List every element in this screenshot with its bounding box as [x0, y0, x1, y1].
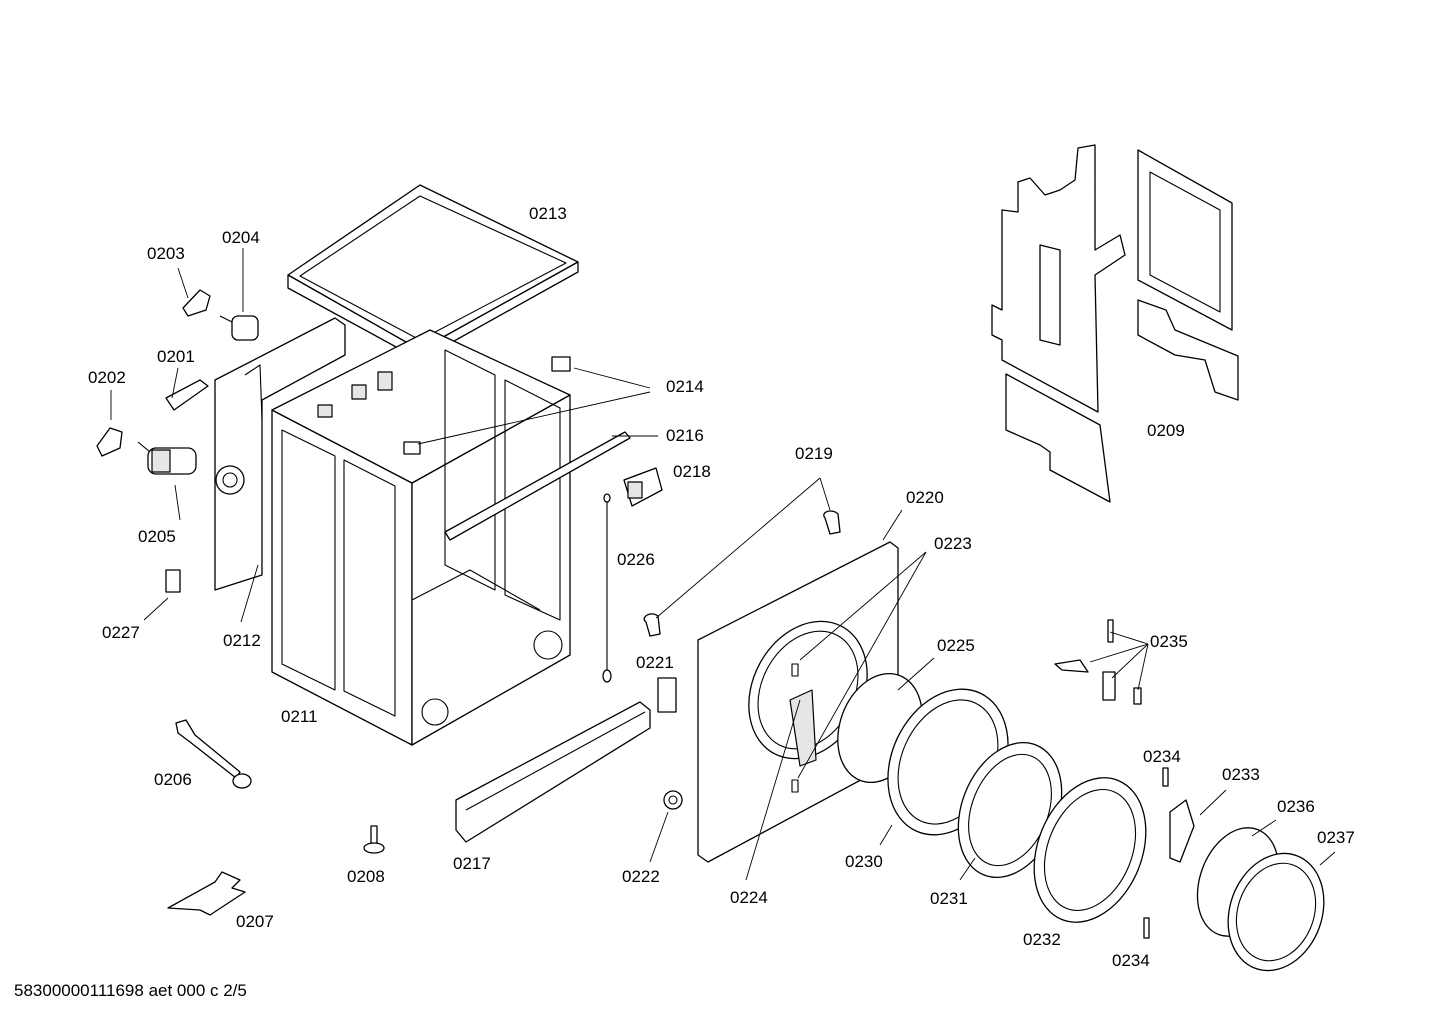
part-0207-bracket — [167, 871, 246, 916]
drawing-reference-number: 58300000111698 aet 000 c 2/5 — [14, 981, 247, 1000]
part-0205 — [137, 441, 197, 475]
label-0233: 0233 — [1222, 765, 1260, 784]
label-0209: 0209 — [1147, 421, 1185, 440]
part-0217-panel — [455, 701, 651, 843]
label-0207: 0207 — [236, 912, 274, 931]
leader-lines — [110, 248, 1336, 881]
part-labels: 0213 0204 0203 0201 0202 0205 0227 0212 … — [88, 204, 1355, 970]
label-0227: 0227 — [102, 623, 140, 642]
label-0206: 0206 — [154, 770, 192, 789]
part-0208-foot — [363, 825, 385, 854]
label-0234-upper: 0234 — [1143, 747, 1181, 766]
part-0212-rear-panel — [214, 317, 346, 591]
label-0201: 0201 — [157, 347, 195, 366]
label-0222: 0222 — [622, 867, 660, 886]
part-0220-front-panel — [697, 541, 899, 863]
part-0202 — [96, 427, 123, 457]
part-0219 — [643, 510, 841, 637]
label-0211: 0211 — [281, 707, 318, 726]
label-0232: 0232 — [1023, 930, 1061, 949]
part-0233-handle — [1169, 799, 1195, 863]
part-0211-cabinet — [271, 329, 571, 746]
part-0204 — [219, 315, 259, 341]
label-0203: 0203 — [147, 244, 185, 263]
label-0235: 0235 — [1150, 632, 1188, 651]
part-0206-wrench — [175, 719, 252, 789]
label-0221: 0221 — [636, 653, 674, 672]
part-0213-top-cover — [287, 184, 579, 361]
part-0235-lock-parts — [1054, 619, 1142, 705]
part-0214 — [403, 356, 571, 455]
label-0213: 0213 — [529, 204, 567, 223]
label-0225: 0225 — [937, 636, 975, 655]
part-0237-glass — [1227, 852, 1325, 972]
part-0227 — [165, 569, 181, 593]
label-0208: 0208 — [347, 867, 385, 886]
label-0212: 0212 — [223, 631, 261, 650]
label-0236: 0236 — [1277, 797, 1315, 816]
part-0203 — [182, 289, 211, 317]
label-0231: 0231 — [930, 889, 968, 908]
label-0226: 0226 — [617, 550, 655, 569]
part-0218 — [623, 467, 663, 507]
label-0223: 0223 — [934, 534, 972, 553]
part-0209-packaging — [991, 144, 1239, 503]
part-0226-rod — [602, 493, 612, 683]
part-0232-outer-ring — [1033, 777, 1147, 923]
label-0214: 0214 — [666, 377, 704, 396]
label-0202: 0202 — [88, 368, 126, 387]
label-0219: 0219 — [795, 444, 833, 463]
label-0220: 0220 — [906, 488, 944, 507]
part-0234-pins — [1143, 767, 1169, 939]
label-0204: 0204 — [222, 228, 260, 247]
label-0217: 0217 — [453, 854, 491, 873]
label-0234-lower: 0234 — [1112, 951, 1150, 970]
label-0216: 0216 — [666, 426, 704, 445]
part-0216-rail — [444, 431, 631, 541]
part-0201 — [165, 379, 209, 411]
label-0218: 0218 — [673, 462, 711, 481]
label-0205: 0205 — [138, 527, 176, 546]
part-0221 — [657, 677, 677, 713]
label-0224: 0224 — [730, 888, 768, 907]
part-0222 — [663, 790, 683, 810]
label-0230: 0230 — [845, 852, 883, 871]
label-0237: 0237 — [1317, 828, 1355, 847]
